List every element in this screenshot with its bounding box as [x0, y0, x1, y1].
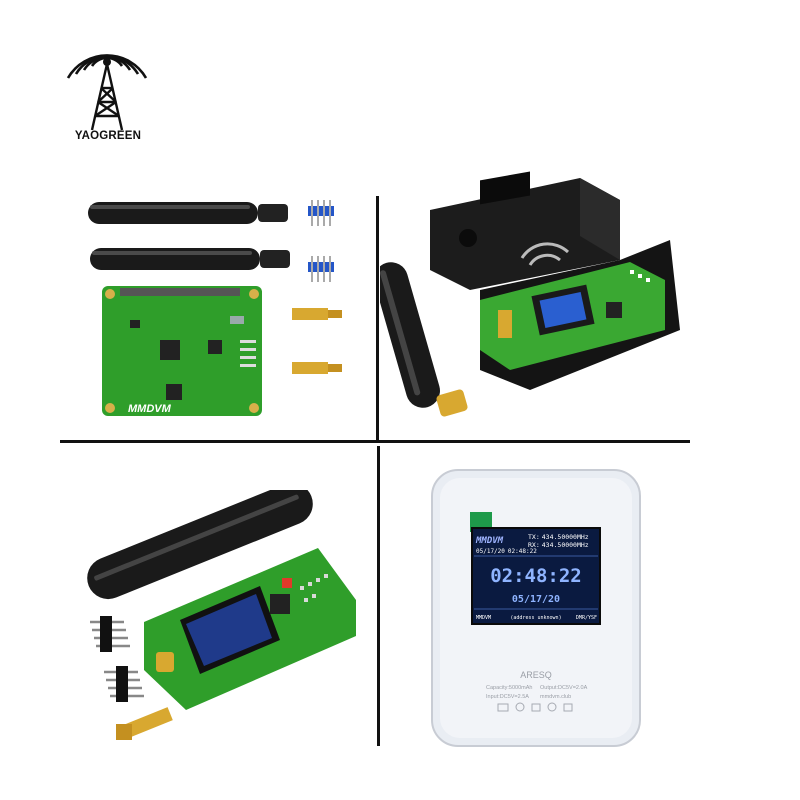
svg-text:Input:DC5V=2.5A: Input:DC5V=2.5A: [486, 694, 529, 700]
hotspot-board-with-antenna-photo: [87, 490, 356, 740]
case-brand: ARESQ: [520, 670, 552, 680]
antenna-icon: [88, 202, 288, 224]
sma-connector-icon: [292, 308, 342, 320]
divider-vertical-bottom: [377, 446, 380, 746]
lcd-screen: MMDVM TX:434.50000MHz RX:434.50000MHz 05…: [471, 527, 601, 625]
brand-logo: [62, 18, 152, 148]
panel-top-left: MMDVM: [80, 190, 370, 430]
svg-text:DMR/YSF: DMR/YSF: [576, 615, 597, 621]
pin-header-icon: [308, 200, 334, 226]
antenna-icon: [90, 248, 290, 270]
svg-text:TX:434.50000MHz: TX:434.50000MHz: [528, 533, 589, 541]
battery-case-hotspot-photo: MMDVM TX:434.50000MHz RX:434.50000MHz 05…: [431, 469, 641, 747]
svg-text:Capacity:5000mAh: Capacity:5000mAh: [486, 685, 532, 691]
hotspot-in-metal-case-photo: [380, 171, 680, 417]
svg-text:RX:434.50000MHz: RX:434.50000MHz: [528, 541, 589, 549]
brand-name: YAOGREEN: [74, 130, 142, 142]
clock-date: 05/17/20: [512, 594, 560, 605]
divider-horizontal: [60, 440, 690, 443]
pcb-board-icon: MMDVM: [102, 286, 262, 416]
certification-marks-icon: [497, 702, 573, 712]
clock-time: 02:48:22: [490, 565, 582, 587]
svg-text:MMDVM: MMDVM: [475, 536, 504, 546]
svg-text:MMDVM: MMDVM: [476, 615, 491, 621]
board-label: MMDVM: [128, 403, 172, 415]
pcb-board-icon: [480, 262, 665, 370]
sma-connector-icon: [292, 362, 342, 374]
radio-tower-icon: [66, 54, 148, 131]
sma-connector-icon: [116, 707, 173, 740]
svg-text:Output:DC5V=2.0A: Output:DC5V=2.0A: [540, 685, 588, 691]
wifi-icon: [520, 242, 570, 266]
pin-header-icon: [308, 256, 334, 282]
panel-bottom-right: MMDVM TX:434.50000MHz RX:434.50000MHz 05…: [428, 466, 644, 750]
divider-vertical-top: [376, 196, 379, 442]
pcb-board-icon: [144, 548, 356, 710]
mmdvm-hat-kit-photo: MMDVM: [88, 200, 342, 416]
panel-bottom-left: [60, 490, 360, 750]
antenna-icon: [380, 262, 468, 417]
svg-text:(address unknown): (address unknown): [510, 615, 561, 621]
panel-top-right: [380, 170, 690, 430]
antenna-icon: [87, 490, 313, 600]
svg-text:mmdvm.club: mmdvm.club: [540, 694, 571, 700]
